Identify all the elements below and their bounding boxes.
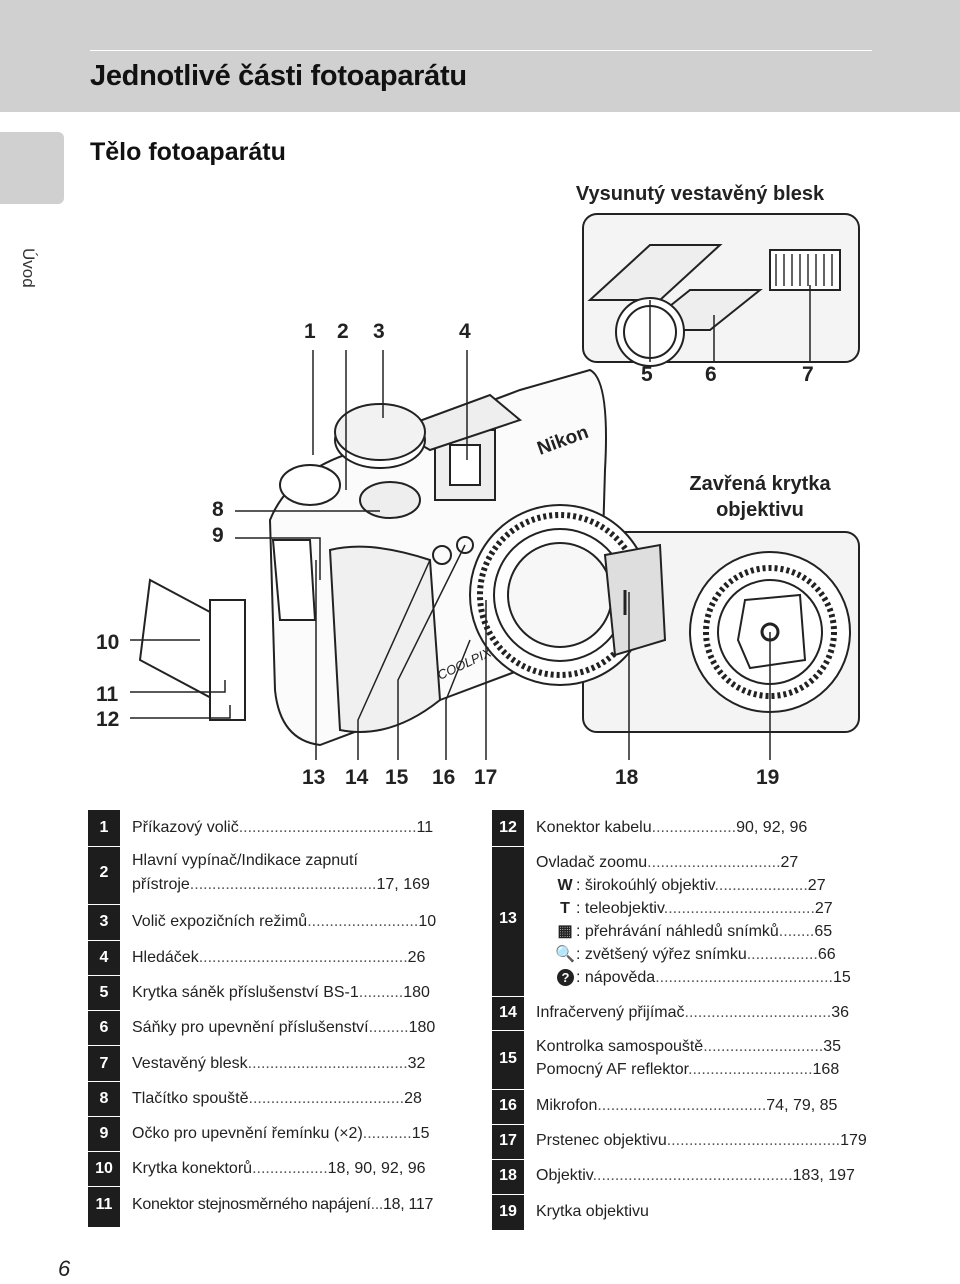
left-row-2-num: 2 [99,864,109,881]
header-rule [90,50,872,51]
side-tab [0,132,64,204]
callout-1: 1 [304,320,316,343]
callout-11: 11 [96,683,119,706]
callout-6: 6 [705,363,717,386]
left-row-3-num: 3 [99,913,109,930]
callout-18: 18 [615,766,639,789]
callout-17: 17 [474,766,498,789]
left-row-11-num: 11 [95,1196,113,1213]
left-row-1-num: 1 [99,819,109,836]
flash-popup-caption: Vysunutý vestavěný blesk [575,183,825,205]
right-row-13-text: Ovladač zoomu...........................… [536,854,799,871]
help-icon: ? [557,969,574,986]
callout-3: 3 [373,320,385,343]
magnifier-icon: 🔍 [555,946,575,963]
callout-16: 16 [432,766,456,789]
right-legend-badge-column [492,810,524,1230]
left-row-9-text: Očko pro upevnění řemínku (×2)..........… [132,1125,430,1142]
right-row-16-num: 16 [499,1097,517,1114]
callout-7: 7 [802,363,814,386]
lens-cover-caption-line2: objektivu [716,499,804,521]
zoom-tele-line: T: teleobjektiv.........................… [554,898,833,920]
left-row-2-text-line1: Hlavní vypínač/Indikace zapnutí [132,852,358,869]
callout-15: 15 [385,766,409,789]
left-row-8-num: 8 [99,1090,109,1107]
callout-19: 19 [756,766,780,789]
left-legend-table: 1 Příkazový volič.......................… [88,810,468,1227]
left-legend-badge-column [88,810,120,1227]
camera-illustration: Nikon COOLPIX [130,213,860,760]
right-row-16-text: Mikrofon................................… [536,1097,838,1114]
left-row-2-text-line2: přístroje...............................… [132,876,430,893]
zoom-wide-line: W: širokoúhlý objektiv..................… [554,875,825,897]
callout-10: 10 [96,631,120,654]
tele-t-icon: T [560,900,570,917]
thumbnail-grid-icon: ▦ [557,923,573,940]
page-number: 6 [58,1256,71,1281]
right-row-19-num: 19 [499,1203,517,1220]
left-row-8-text: Tlačítko spouště........................… [132,1090,422,1107]
left-row-3-text: Volič expozičních režimů................… [132,913,437,930]
left-row-7-text: Vestavěný blesk.........................… [132,1055,426,1072]
right-row-18-num: 18 [499,1167,517,1184]
right-row-17-num: 17 [499,1132,517,1149]
header-band [0,0,960,112]
lens-cover-caption-line1: Zavřená krytka [689,473,831,495]
section-title: Tělo fotoaparátu [90,138,286,166]
left-row-6-num: 6 [99,1019,109,1036]
callout-12: 12 [96,708,120,731]
left-row-10-text: Krytka konektorů.................18, 90,… [132,1160,426,1177]
callout-13: 13 [302,766,326,789]
callout-14: 14 [345,766,369,789]
left-row-4-text: Hledáček................................… [132,949,426,966]
callout-8: 8 [212,498,224,521]
left-row-1-text: Příkazový volič.........................… [132,819,434,836]
left-row-7-num: 7 [99,1055,109,1072]
right-row-15-num: 15 [499,1050,517,1067]
camera-body [138,368,667,747]
callout-2: 2 [337,320,349,343]
left-row-6-text: Sáňky pro upevnění příslušenství........… [132,1019,436,1036]
right-row-12-text: Konektor kabelu...................90, 92… [536,819,808,836]
right-row-13-num: 13 [499,910,517,927]
left-row-9-num: 9 [99,1125,109,1142]
right-row-19-text: Krytka objektivu [536,1203,649,1220]
right-row-12-num: 12 [499,819,517,836]
zoom-playback-line: 🔍: zvětšený výřez snímku................… [554,944,836,966]
right-row-14-text: Infračervený přijímač...................… [536,1004,849,1021]
right-row-18-text: Objektiv................................… [536,1167,855,1184]
callout-5: 5 [641,363,653,386]
right-legend-table: 12 Konektor kabelu...................90,… [492,810,872,1230]
callout-9: 9 [212,524,224,547]
wide-w-icon: W [557,877,573,894]
flash-inset [582,213,860,367]
zoom-thumbnail-line: ▦: přehrávání náhledů snímků........65 [554,921,832,943]
left-row-5-text: Krytka sáněk příslušenství BS-1.........… [132,984,430,1001]
zoom-help-line: ?: nápověda.............................… [554,967,851,989]
callout-4: 4 [459,320,471,343]
page-title: Jednotlivé části fotoaparátu [90,60,467,92]
left-row-5-num: 5 [99,984,109,1001]
left-row-11-text: Konektor stejnosměrného napájení...18, 1… [132,1196,434,1213]
left-row-10-num: 10 [95,1160,113,1177]
left-row-4-num: 4 [99,949,109,966]
right-row-14-num: 14 [499,1004,517,1021]
right-row-17-text: Prstenec objektivu......................… [536,1132,867,1149]
right-row-15-text-line2: Pomocný AF reflektor....................… [536,1061,840,1078]
right-row-15-text-line1: Kontrolka samospouště...................… [536,1038,842,1055]
leader-lines [130,285,811,760]
